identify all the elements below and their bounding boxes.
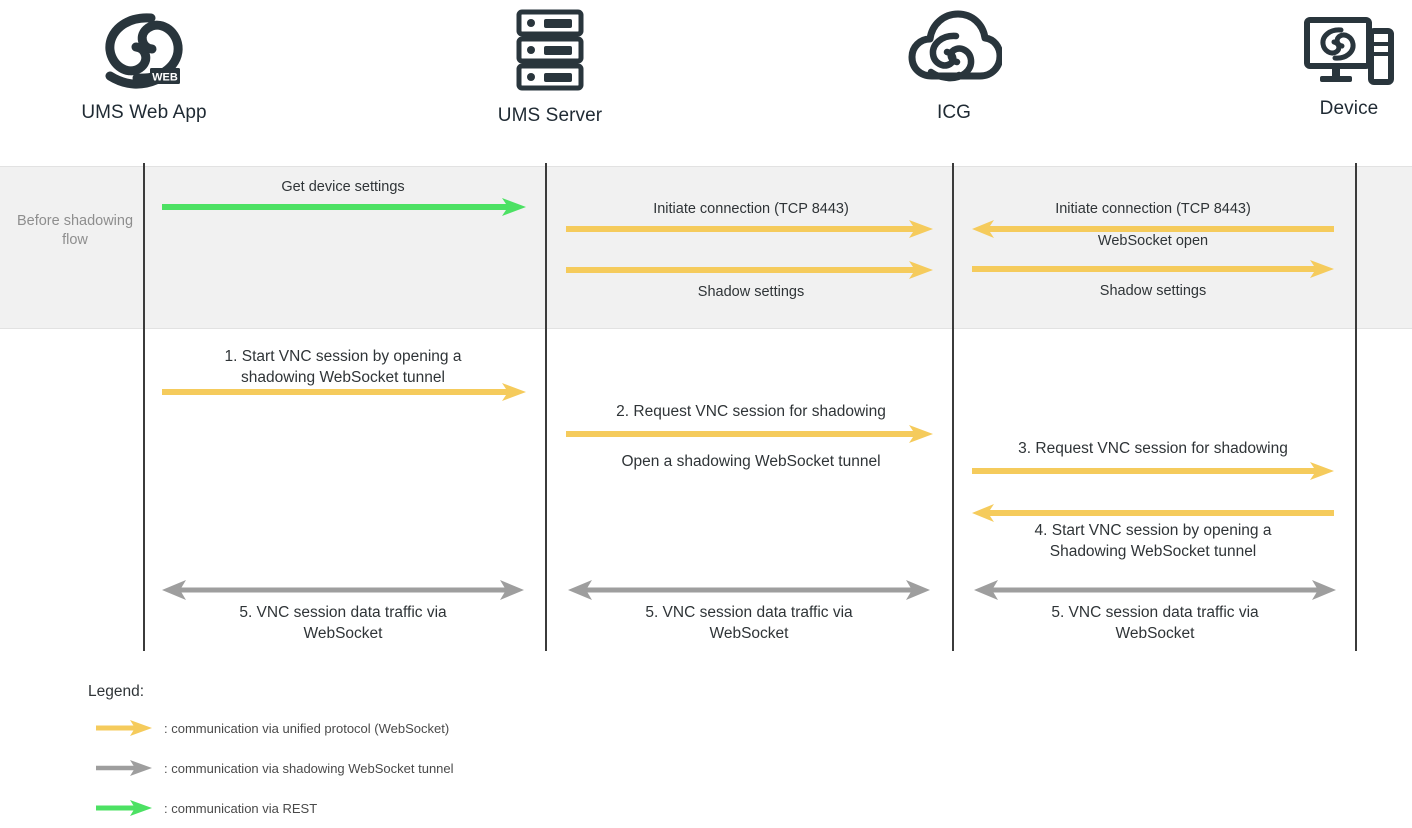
actor-label: UMS Server bbox=[497, 105, 603, 126]
actor-label: ICG bbox=[936, 102, 972, 123]
phase-band-before-shadowing bbox=[0, 166, 1412, 329]
arrow-get-device-settings bbox=[162, 196, 526, 218]
caption-step-1: 1. Start VNC session by opening a shadow… bbox=[224, 348, 462, 386]
legend-item-label: : communication via unified protocol (We… bbox=[164, 720, 450, 736]
cloud-gateway-icon bbox=[854, 4, 1054, 96]
caption-get-device-settings: Get device settings bbox=[281, 179, 405, 195]
arrow-shadow-settings-device bbox=[972, 258, 1334, 280]
caption-step-3: 3. Request VNC session for shadowing bbox=[1018, 440, 1288, 457]
arrow-initiate-connection-device bbox=[972, 218, 1334, 240]
arrow-step-5-icg-device bbox=[974, 579, 1336, 601]
caption-websocket-open: WebSocket open bbox=[1097, 233, 1209, 249]
legend-item-label: : communication via REST bbox=[164, 800, 318, 816]
caption-initiate-connection-device: Initiate connection (TCP 8443) bbox=[1055, 201, 1251, 217]
caption-step-4: 4. Start VNC session by opening a Shadow… bbox=[1034, 522, 1272, 560]
actor-label: Device bbox=[1319, 98, 1379, 119]
arrow-shadow-settings-server bbox=[566, 259, 933, 281]
caption-step-2-sub: Open a shadowing WebSocket tunnel bbox=[621, 453, 881, 470]
caption-step-2: 2. Request VNC session for shadowing bbox=[616, 403, 886, 420]
arrow-step-5-webapp-server bbox=[162, 579, 524, 601]
actor-icg: ICG bbox=[854, 4, 1054, 124]
lifeline-ums-web-app bbox=[143, 163, 145, 651]
server-rack-icon bbox=[450, 4, 650, 96]
arrow-initiate-connection-server bbox=[566, 218, 933, 240]
caption-step-5-server-icg: 5. VNC session data traffic via WebSocke… bbox=[645, 604, 853, 642]
caption-shadow-settings-device: Shadow settings bbox=[1099, 283, 1207, 299]
actor-label: UMS Web App bbox=[81, 102, 207, 123]
legend-item-unified: : communication via unified protocol (We… bbox=[96, 719, 449, 737]
lifeline-ums-server bbox=[545, 163, 547, 651]
desktop-device-icon bbox=[1249, 4, 1412, 96]
caption-initiate-connection-server: Initiate connection (TCP 8443) bbox=[653, 201, 849, 217]
caption-shadow-settings-server: Shadow settings bbox=[697, 284, 805, 300]
legend-title: Legend: bbox=[88, 683, 145, 700]
arrow-step-4 bbox=[972, 502, 1334, 524]
legend-item-label: : communication via shadowing WebSocket … bbox=[164, 760, 454, 776]
svg-text:WEB: WEB bbox=[152, 72, 178, 84]
lifeline-device bbox=[1355, 163, 1357, 651]
phase-band-label: Before shadowing flow bbox=[16, 213, 134, 248]
gray-arrow-icon bbox=[96, 759, 152, 777]
caption-step-5-webapp-server: 5. VNC session data traffic via WebSocke… bbox=[239, 604, 447, 642]
actor-ums-server: UMS Server bbox=[450, 4, 650, 127]
arrow-step-1 bbox=[162, 381, 526, 403]
legend-item-rest: : communication via REST bbox=[96, 799, 317, 817]
arrow-step-3 bbox=[972, 460, 1334, 482]
legend-item-shadowing: : communication via shadowing WebSocket … bbox=[96, 759, 454, 777]
ums-web-logo-icon: WEB bbox=[44, 4, 244, 96]
actor-ums-web-app: WEB UMS Web App bbox=[44, 4, 244, 124]
caption-step-5-icg-device: 5. VNC session data traffic via WebSocke… bbox=[1051, 604, 1259, 642]
arrow-step-2 bbox=[566, 423, 933, 445]
actor-device: Device bbox=[1249, 4, 1412, 120]
arrow-step-5-server-icg bbox=[568, 579, 930, 601]
lifeline-icg bbox=[952, 163, 954, 651]
yellow-arrow-icon bbox=[96, 719, 152, 737]
green-arrow-icon bbox=[96, 799, 152, 817]
